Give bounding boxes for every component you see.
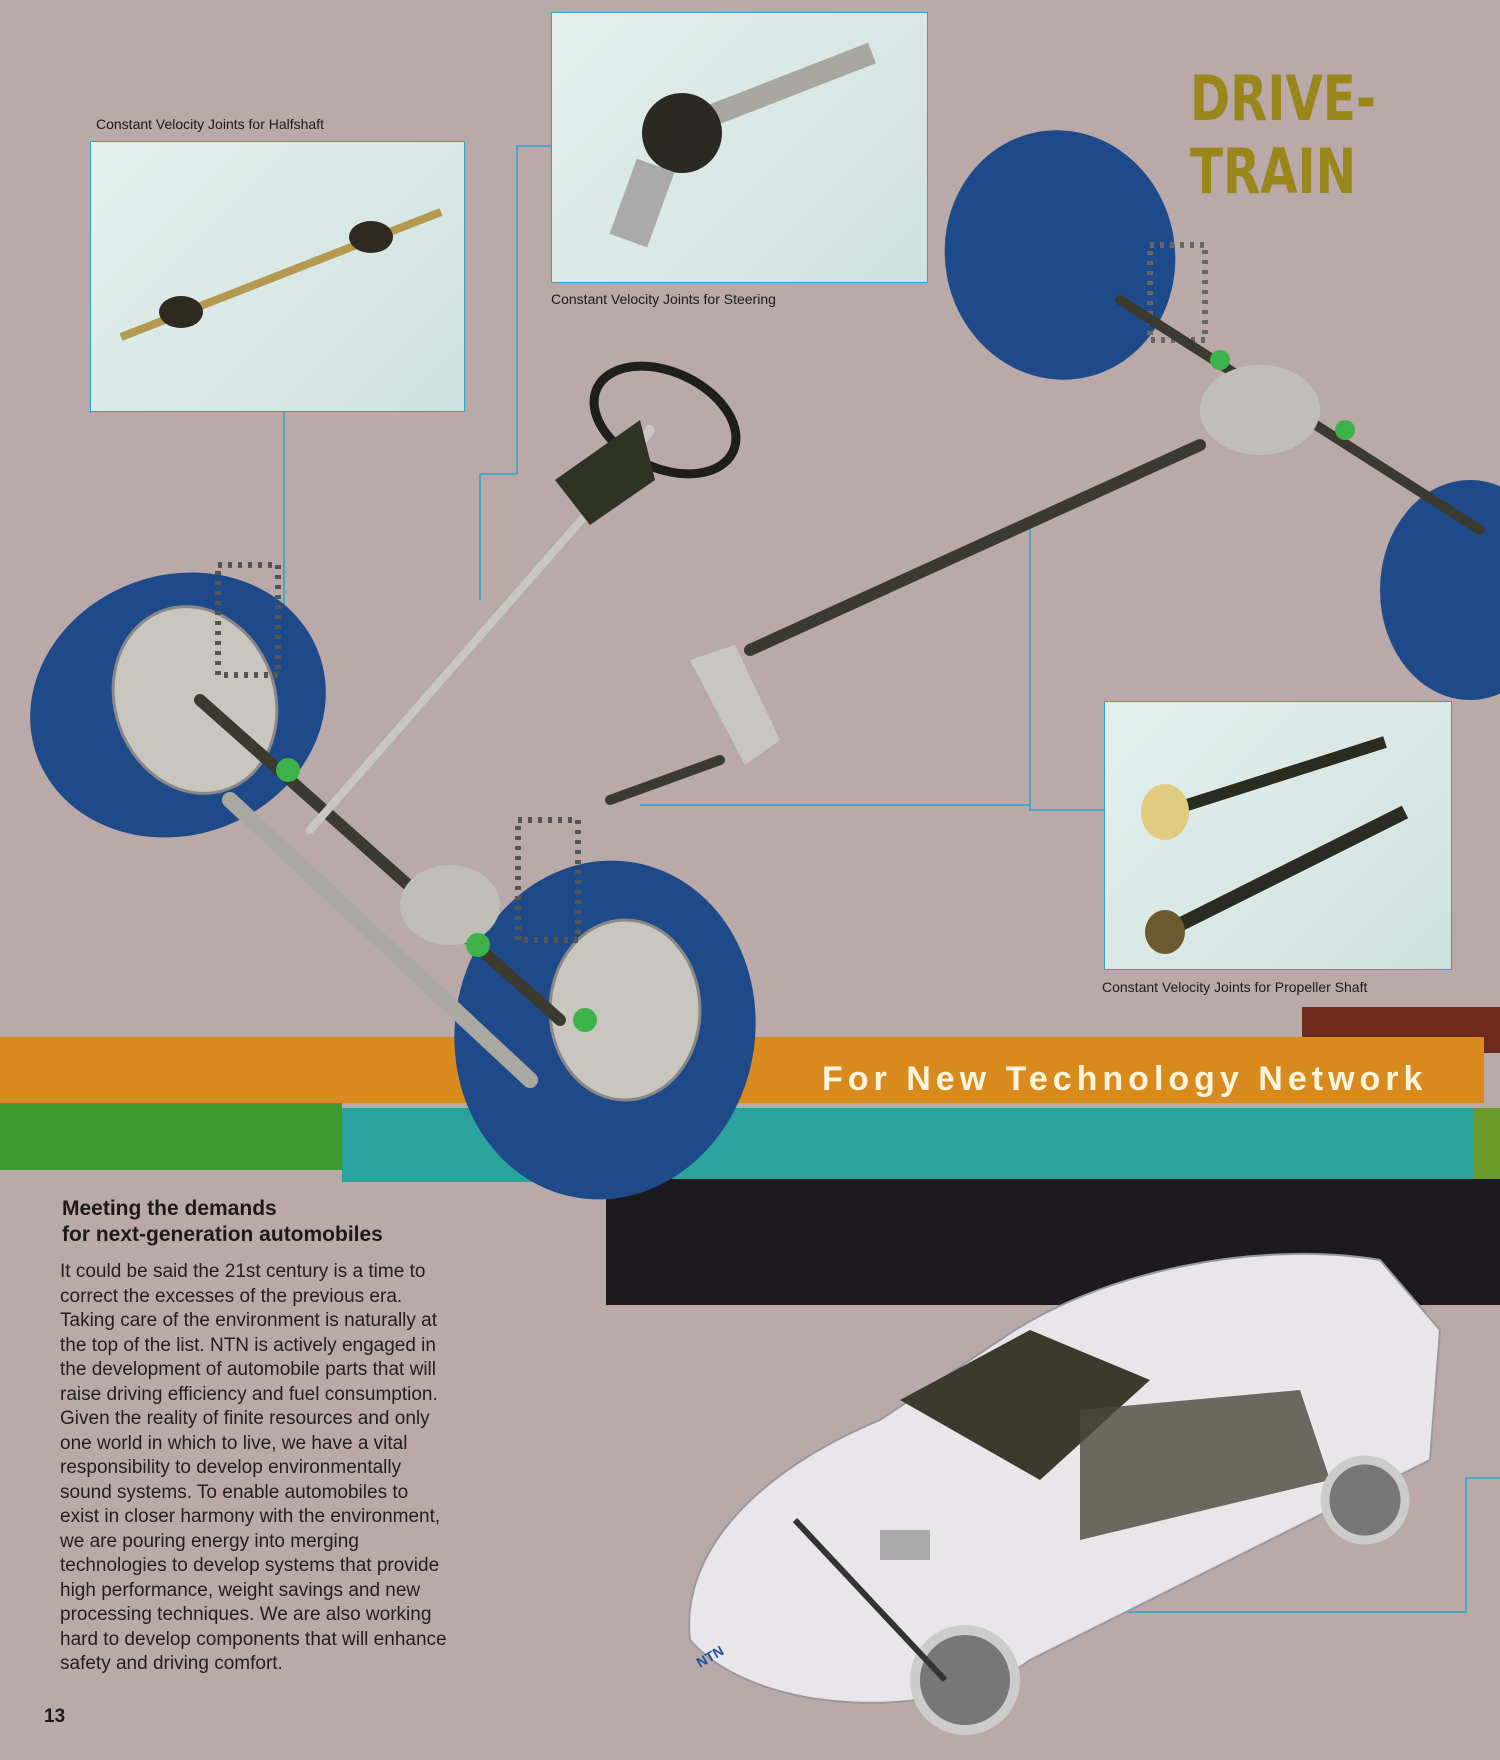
- rear-differential: [1200, 365, 1320, 455]
- article-heading: Meeting the demands for next-generation …: [62, 1196, 383, 1248]
- page-title: DRIVE-TRAIN: [1190, 62, 1376, 208]
- body-line: the top of the list. NTN is actively eng…: [60, 1334, 436, 1356]
- body-line: correct the excesses of the previous era…: [60, 1285, 403, 1307]
- body-line: one world in which to live, we have a vi…: [60, 1432, 408, 1454]
- article-body: It could be said the 21st century is a t…: [60, 1260, 520, 1677]
- body-line: responsibility to develop environmentall…: [60, 1457, 402, 1478]
- wheel-rear-left: [944, 130, 1176, 380]
- body-line: sound systems. To enable automobiles to: [60, 1481, 409, 1503]
- body-line: the development of automobile parts that…: [60, 1359, 436, 1380]
- coil-spring: [515, 817, 581, 943]
- body-line: hard to develop components that will enh…: [60, 1628, 447, 1650]
- transfer-case: [690, 645, 780, 765]
- body-line: safety and driving comfort.: [60, 1653, 283, 1674]
- brake-disc: [548, 918, 702, 1102]
- caption-steering: Constant Velocity Joints for Steering: [551, 291, 776, 307]
- body-line: exist in closer harmony with the environ…: [60, 1506, 441, 1527]
- heading-line: Meeting the demands: [62, 1197, 277, 1220]
- body-line: processing techniques. We are also worki…: [60, 1604, 432, 1625]
- steering-joint-icon: [609, 42, 876, 248]
- body-line: high performance, weight savings and new: [60, 1579, 421, 1601]
- propeller-shaft-icon: [1141, 736, 1409, 954]
- page-number: 13: [44, 1706, 66, 1727]
- photo-halfshaft-cvj: [90, 141, 465, 412]
- steering-column: [555, 420, 655, 525]
- caption-halfshaft: Constant Velocity Joints for Halfshaft: [96, 116, 324, 132]
- green-band: [0, 1103, 342, 1170]
- body-line: Taking care of the environment is natura…: [60, 1310, 438, 1331]
- body-line: Given the reality of finite resources an…: [60, 1408, 430, 1429]
- tagline: For New Technology Network: [822, 1060, 1428, 1098]
- coil-spring: [215, 562, 281, 678]
- heading-line: for next-generation automobiles: [62, 1223, 383, 1246]
- car-illustration: [688, 1252, 1442, 1735]
- body-line: raise driving efficiency and fuel consum…: [60, 1383, 438, 1405]
- cv-joints: [276, 350, 1355, 1032]
- body-line: we are pouring energy into merging: [60, 1530, 359, 1552]
- wheel-rear-right: [1380, 480, 1500, 700]
- photo-steering-cvj: [551, 12, 928, 283]
- body-line: technologies to develop systems that pro…: [60, 1555, 440, 1576]
- photo-propeller-cvj: [1104, 701, 1452, 970]
- green-band-right: [1473, 1108, 1500, 1182]
- front-differential: [400, 865, 500, 945]
- body-line: It could be said the 21st century is a t…: [60, 1261, 426, 1282]
- halfshaft-icon: [119, 208, 443, 341]
- coil-spring: [1147, 242, 1208, 343]
- caption-propeller: Constant Velocity Joints for Propeller S…: [1102, 979, 1368, 995]
